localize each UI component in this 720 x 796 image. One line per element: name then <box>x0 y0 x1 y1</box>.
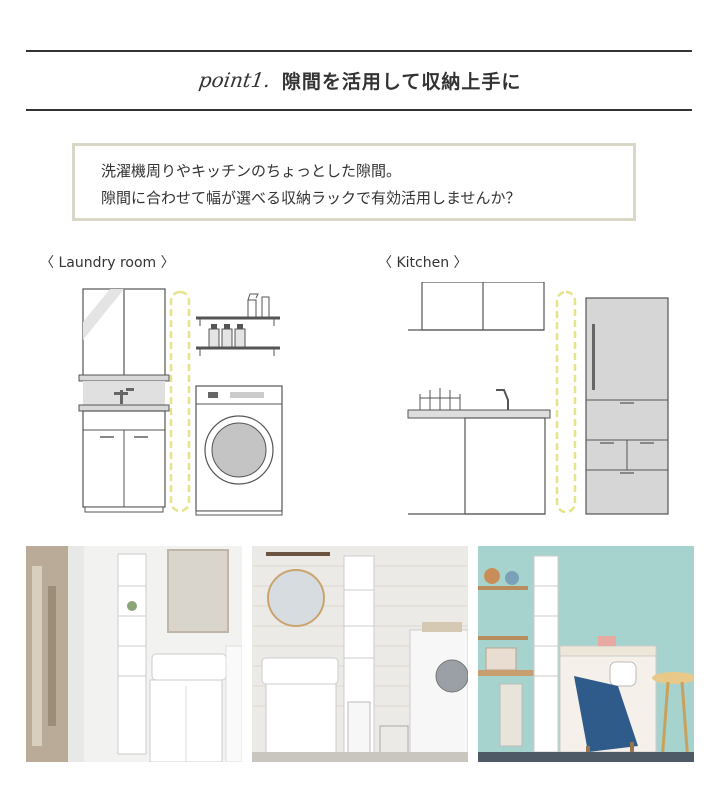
bottom-rule <box>26 109 692 111</box>
photo-washroom-scene <box>252 546 468 762</box>
section-title: point1. 隙間を活用して収納上手に <box>0 58 720 102</box>
laundry-room-illustration <box>78 288 283 516</box>
intro-line-2: 隙間に合わせて幅が選べる収納ラックで有効活用しませんか？ <box>101 189 521 207</box>
intro-box: 洗濯機周りやキッチンのちょっとした隙間。 隙間に合わせて幅が選べる収納ラックで有… <box>72 143 636 221</box>
photo-kitchen-scene <box>478 546 694 762</box>
page-title: 隙間を活用して収納上手に <box>281 70 522 93</box>
photo-kitchen <box>478 546 694 762</box>
photo-washroom <box>252 546 468 762</box>
intro-line-1: 洗濯機周りやキッチンのちょっとした隙間。 <box>101 162 402 180</box>
kitchen-illustration <box>407 282 669 515</box>
photo-washbasin-scene <box>26 546 242 762</box>
kitchen-label: 〈 Kitchen 〉 <box>378 255 468 271</box>
photo-washbasin <box>26 546 242 762</box>
laundry-room-label: 〈 Laundry room 〉 <box>40 255 175 271</box>
point-label: point1. <box>196 68 272 92</box>
top-rule <box>26 50 692 52</box>
